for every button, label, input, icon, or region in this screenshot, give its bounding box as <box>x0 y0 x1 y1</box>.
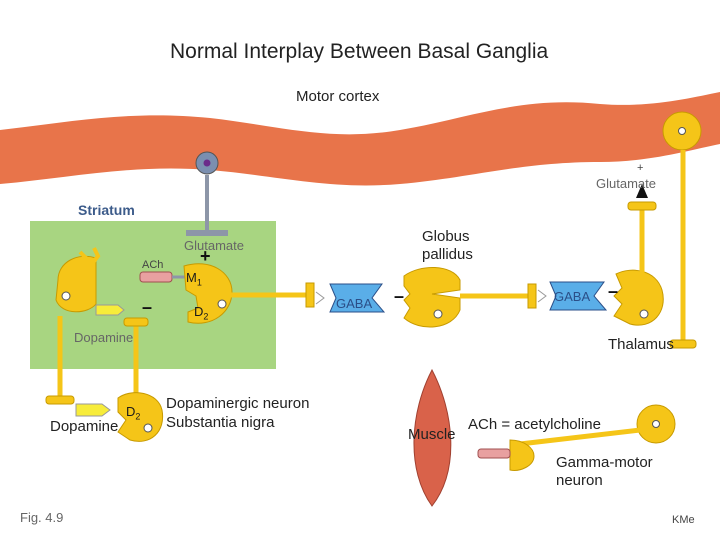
dopaminergic-neuron-label-line2: Substantia nigra <box>166 414 275 431</box>
pyramidal-terminal <box>669 339 697 349</box>
ach-vesicle-muscle <box>477 448 511 459</box>
minus-sign-thalamus: – <box>608 281 619 301</box>
gaba-label-1: GABA <box>336 296 373 311</box>
dopaminergic-neuron-label-line1: Dopaminergic neuron <box>166 395 310 412</box>
striatum-label: Striatum <box>78 202 135 218</box>
dopamine-label-sn: Dopamine <box>50 418 119 435</box>
striatal-nucleus <box>217 299 227 309</box>
minus-sign-striatum: – <box>142 297 153 317</box>
gamma-motor-nucleus <box>652 420 660 428</box>
gamma-motor-label-line2: neuron <box>556 472 603 489</box>
m1-receptor-label: M1 <box>186 270 202 288</box>
left-descending-terminal <box>45 395 75 405</box>
plus-sign-thalamus: + <box>637 162 644 174</box>
thalamic-glutamate-arrow <box>636 184 648 198</box>
globus-pallidus-nucleus <box>433 309 443 319</box>
dopamine-vesicle-sn <box>75 403 111 417</box>
thalamic-nucleus <box>639 309 649 319</box>
dopamine-label-striatum: Dopamine <box>74 330 134 345</box>
thalamic-neuron <box>613 269 664 326</box>
pallidal-release-arrow <box>537 289 547 303</box>
globus-pallidus-label-line1: Globus <box>422 228 470 245</box>
striatal-release-arrow <box>315 291 325 305</box>
thalamic-terminal <box>627 201 657 211</box>
figure-number: Fig. 4.9 <box>20 510 64 525</box>
ach-vesicle <box>139 271 173 283</box>
ach-legend: ACh = acetylcholine <box>468 416 601 433</box>
motor-cortex-band <box>0 92 720 186</box>
gamma-motor-label-line1: Gamma-motor <box>556 454 653 471</box>
cholinergic-nucleus <box>61 291 71 301</box>
glutamate-label-thalamus: Glutamate <box>596 176 656 191</box>
gamma-motor-terminal <box>509 439 535 471</box>
pallidal-terminal <box>527 283 537 309</box>
cholinergic-spine <box>78 247 101 268</box>
cortical-terminal <box>186 230 228 236</box>
dopaminergic-terminal <box>123 317 149 327</box>
d2-autoreceptor-label: D2 <box>126 404 141 422</box>
motor-cortex-label: Motor cortex <box>296 88 380 105</box>
d2-receptor-label: D2 <box>194 304 209 322</box>
globus-pallidus-label-line2: pallidus <box>422 246 473 263</box>
credit-label: KMe <box>672 514 695 526</box>
striatal-neuron <box>183 263 233 324</box>
diagram-title: Normal Interplay Between Basal Ganglia <box>170 40 549 63</box>
cortical-neuron-nucleus <box>203 159 211 167</box>
muscle-label: Muscle <box>408 426 456 443</box>
glutamate-label-cortex: Glutamate <box>184 238 244 253</box>
globus-pallidus-neuron <box>403 266 461 328</box>
plus-sign-cortex: + <box>200 246 211 266</box>
ach-label: ACh <box>142 259 164 271</box>
striatal-terminal <box>305 282 315 308</box>
dopamine-vesicle-striatum <box>95 304 125 316</box>
dopaminergic-nucleus <box>143 423 153 433</box>
pyramidal-nucleus <box>678 127 686 135</box>
minus-sign-gp: – <box>394 286 405 306</box>
gamma-motor-axon <box>519 427 641 447</box>
muscle <box>413 368 452 507</box>
gaba-receptor-1 <box>329 283 386 313</box>
gaba-receptor-2 <box>549 281 608 311</box>
gaba-label-2: GABA <box>554 289 591 304</box>
thalamus-label: Thalamus <box>608 336 674 353</box>
